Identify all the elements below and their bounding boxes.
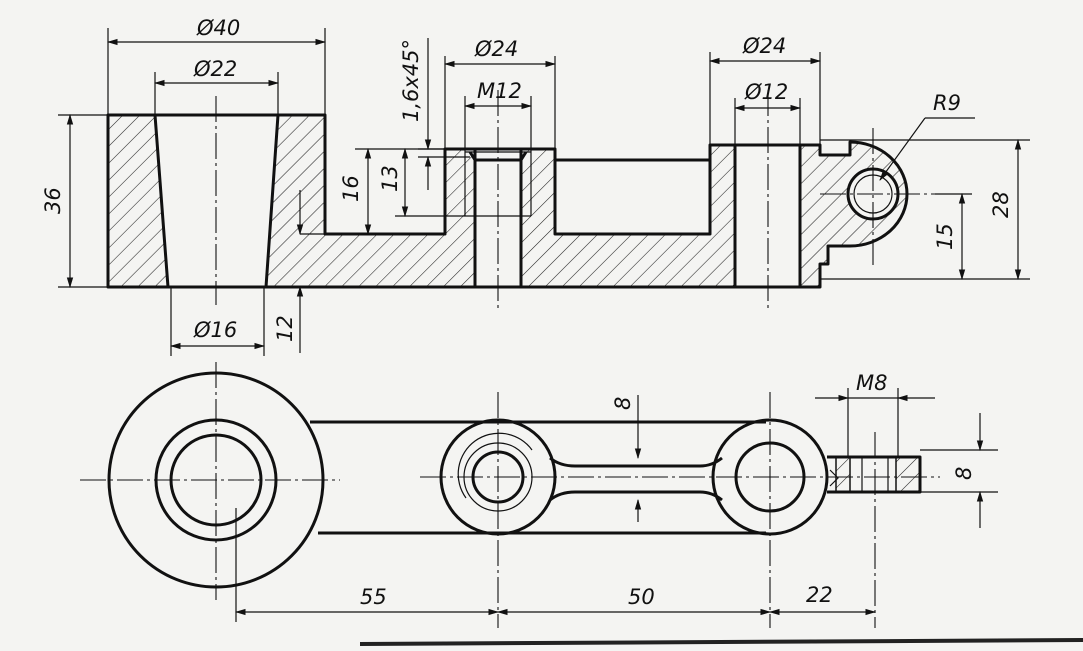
dim-chamfer: 1,6x45° — [399, 39, 423, 122]
dim-height-15: 15 — [933, 223, 957, 250]
page-edge-line — [359, 638, 1083, 646]
dim-height-28: 28 — [989, 191, 1013, 218]
dim-height-36: 36 — [41, 187, 65, 214]
dim-length-50: 50 — [628, 585, 655, 609]
dim-radius-9: R9 — [933, 91, 961, 115]
top-view-dimensions: 8 M8 8 55 50 22 — [234, 371, 998, 622]
dim-thread-m8: M8 — [856, 371, 887, 395]
top-view — [80, 362, 940, 628]
front-view-section — [106, 90, 935, 312]
dim-width-8-top: 8 — [611, 397, 635, 410]
dim-length-22: 22 — [806, 583, 833, 607]
dim-height-16: 16 — [339, 175, 363, 202]
dim-diameter-24-right: Ø24 — [742, 34, 786, 58]
dim-width-8-right: 8 — [952, 467, 976, 480]
dim-diameter-24-left: Ø24 — [474, 37, 518, 61]
dim-length-55: 55 — [360, 585, 387, 609]
dim-height-12: 12 — [273, 315, 297, 342]
dim-diameter-40: Ø40 — [196, 16, 240, 40]
dim-height-13: 13 — [378, 165, 402, 192]
dim-diameter-16: Ø16 — [193, 318, 237, 342]
front-view-dimensions: Ø40 Ø22 Ø16 36 12 16 13 1,6x45° — [41, 16, 1030, 356]
dim-diameter-22: Ø22 — [193, 57, 237, 81]
dim-thread-m12: M12 — [477, 79, 522, 103]
dim-diameter-12: Ø12 — [744, 80, 788, 104]
